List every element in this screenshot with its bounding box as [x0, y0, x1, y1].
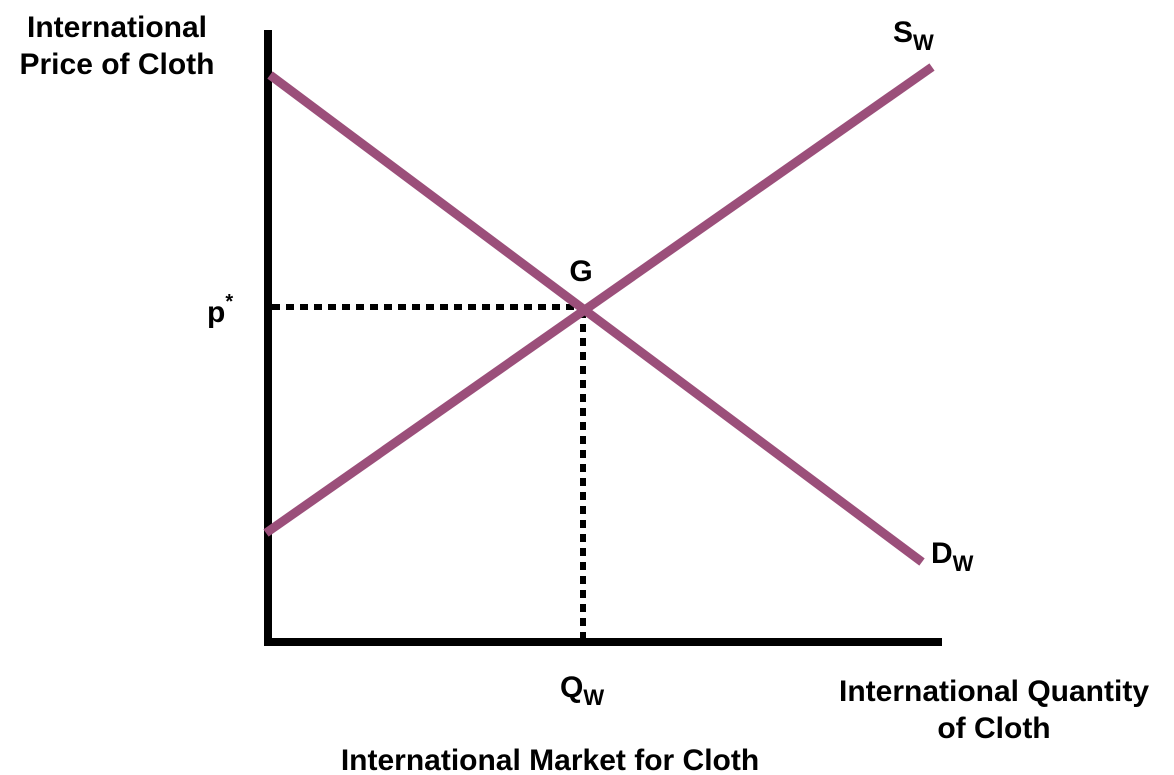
quantity-label-base: Q — [560, 671, 583, 704]
supply-label-sub: W — [913, 30, 934, 55]
quantity-label-sub: W — [583, 685, 604, 710]
y-axis-label-line2: Price of Cloth — [19, 48, 214, 81]
supply-label: SW — [893, 16, 934, 55]
demand-label-base: D — [931, 537, 953, 570]
equilibrium-label: G — [569, 255, 592, 288]
price-label: p* — [207, 291, 233, 329]
demand-label-sub: W — [953, 551, 974, 576]
quantity-label: QW — [560, 671, 604, 710]
y-axis-label-line1: International — [27, 11, 207, 44]
x-axis-label-line2: of Cloth — [937, 712, 1050, 745]
supply-label-base: S — [893, 16, 913, 49]
diagram-title: International Market for Cloth — [341, 744, 759, 775]
price-label-sup: * — [225, 291, 233, 313]
demand-curve — [267, 71, 925, 566]
price-label-base: p — [207, 296, 225, 329]
supply-curve — [263, 63, 935, 537]
x-axis-label-line1: International Quantity — [839, 675, 1149, 708]
demand-label: DW — [931, 537, 974, 576]
